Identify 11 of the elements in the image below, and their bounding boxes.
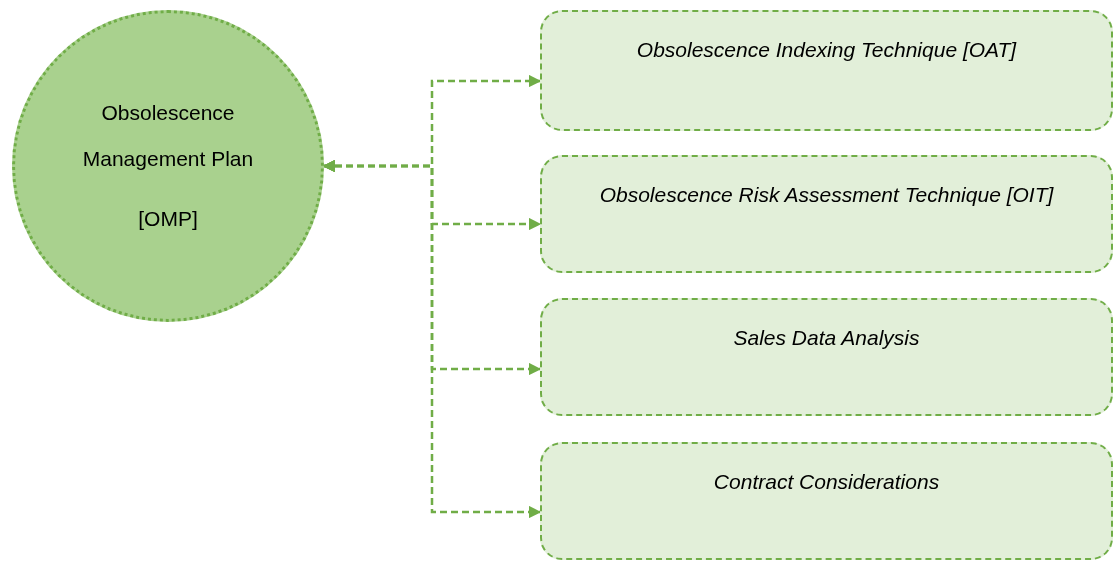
technique-box [540,442,1113,560]
node-label: Obsolescence Indexing Technique [OAT] [636,37,1017,63]
node-abbreviation: [OMP] [138,206,198,232]
technique-box [540,10,1113,131]
node-label: Obsolescence Management Plan [81,100,255,172]
node-label: Contract Considerations [713,469,940,495]
node-label: Sales Data Analysis [733,325,920,351]
technique-box [540,298,1113,416]
node-label: Obsolescence Risk Assessment Technique [OIT] [599,182,1054,208]
arrow [322,159,542,519]
technique-box [540,155,1113,273]
